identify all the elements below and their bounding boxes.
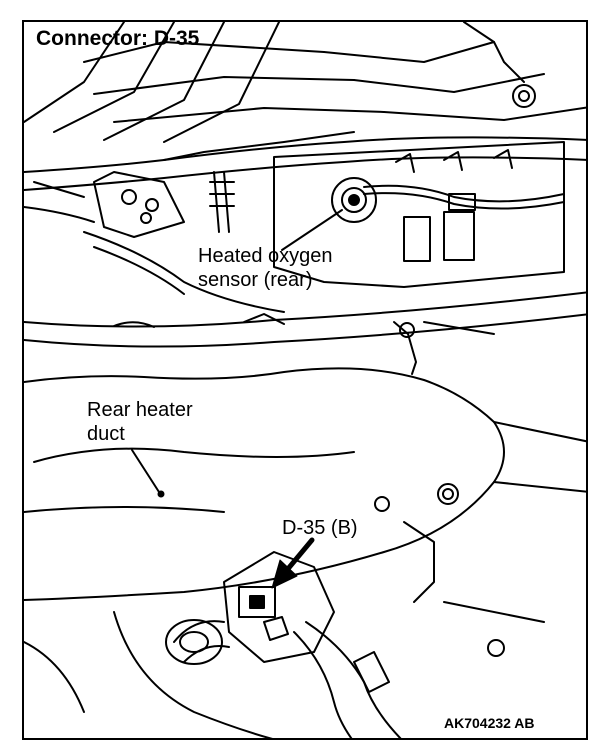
- heated-oxygen-sensor-label-line2: sensor (rear): [198, 269, 313, 291]
- heat-shield: [273, 141, 565, 288]
- connector-d35-assembly: [24, 551, 402, 738]
- vehicle-underbody-illustration: [24, 22, 586, 738]
- brake-lines: [83, 171, 285, 313]
- mounting-bracket: [24, 171, 185, 238]
- mounting-bolts: [374, 483, 545, 657]
- rear-heater-duct-label-line1: Rear heater: [87, 399, 193, 421]
- connector-label: D-35 (B): [282, 517, 358, 539]
- diagram-frame: Connector: D-35 Heated oxygen sensor (re…: [22, 20, 588, 740]
- diagram-title: Connector: D-35: [36, 27, 200, 50]
- figure-code: AK704232 AB: [444, 715, 535, 731]
- connector-arrow: [271, 537, 315, 589]
- rear-heater-duct: [24, 367, 586, 601]
- exhaust-pipe: [24, 131, 586, 191]
- duct-leader-line: [131, 449, 165, 498]
- heated-oxygen-sensor-rear: [331, 177, 565, 223]
- floor-pan-ribs: [24, 22, 586, 143]
- rear-heater-duct-label-line2: duct: [87, 423, 125, 445]
- crossmember: [24, 291, 586, 375]
- oxygen-sensor-leader-line: [281, 209, 343, 251]
- heated-oxygen-sensor-label-line1: Heated oxygen: [198, 245, 333, 267]
